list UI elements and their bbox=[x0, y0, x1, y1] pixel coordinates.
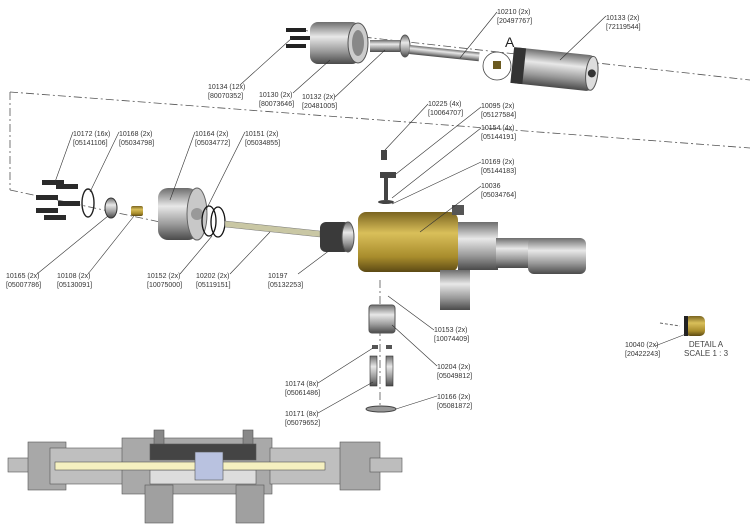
callout-10197: 10197[05132253] bbox=[268, 273, 304, 289]
callout-10132: 10132 (2x)[20481005] bbox=[302, 94, 338, 110]
part-10202-plunger bbox=[224, 220, 321, 238]
callout-10174: 10174 (8x)[05061486] bbox=[285, 381, 321, 397]
part-10153-valve bbox=[368, 304, 396, 334]
detail-marker-a: A bbox=[505, 34, 515, 50]
detail-title: DETAIL A bbox=[688, 340, 724, 349]
part-10132-gland bbox=[370, 34, 411, 58]
part-10197-packing bbox=[320, 221, 355, 253]
callout-10166: 10166 (2x)[05081872] bbox=[437, 394, 473, 410]
leader-lines bbox=[36, 11, 687, 414]
part-10168-ring bbox=[81, 188, 95, 218]
part-10171-springs bbox=[369, 355, 394, 387]
detail-a-caption: DETAIL A SCALE 1 : 3 bbox=[684, 340, 728, 358]
callout-10204: 10204 (2x)[05049812] bbox=[437, 364, 473, 380]
part-10164-flange bbox=[158, 187, 208, 241]
part-10210-stem bbox=[409, 44, 480, 62]
callout-10168: 10168 (2x)[05034798] bbox=[119, 131, 155, 147]
part-10040-seat bbox=[493, 61, 501, 69]
callout-10164: 10164 (2x)[05034772] bbox=[195, 131, 231, 147]
part-10108-nut bbox=[131, 206, 143, 216]
part-10174-pins bbox=[372, 345, 392, 349]
part-10133-body bbox=[510, 47, 599, 91]
callout-10154: 10154 (4x)[05144191] bbox=[481, 125, 517, 141]
callout-10171: 10171 (8x)[05079652] bbox=[285, 411, 321, 427]
callout-10165: 10165 (2x)[05007786] bbox=[6, 273, 42, 289]
callout-10225: 10225 (4x)[10064707] bbox=[428, 101, 464, 117]
callout-10210: 10210 (2x)[20497767] bbox=[497, 9, 533, 25]
part-10172-bolts bbox=[36, 180, 80, 220]
callout-10134: 10134 (12x)[80070352] bbox=[208, 84, 246, 100]
callout-10133: 10133 (2x)[72119544] bbox=[606, 15, 641, 31]
callout-10095: 10095 (2x)[05127584] bbox=[481, 103, 517, 119]
part-10225-fitting bbox=[378, 150, 396, 204]
callout-10130: 10130 (2x)[80073646] bbox=[259, 92, 295, 108]
part-10165-washer bbox=[104, 197, 118, 219]
detail-scale: SCALE 1 : 3 bbox=[684, 349, 729, 358]
callout-10040: 10040 (2x)[20422243] bbox=[625, 342, 661, 358]
callout-10172: 10172 (16x)[05141106] bbox=[73, 131, 111, 147]
part-10166-plate bbox=[365, 405, 397, 413]
callout-10036: 10036[05034764] bbox=[481, 183, 517, 199]
callout-10108: 10108 (2x)[05130091] bbox=[57, 273, 93, 289]
callout-10151: 10151 (2x)[05034855] bbox=[245, 131, 281, 147]
callout-10153: 10153 (2x)[10074409] bbox=[434, 327, 470, 343]
part-10036-body bbox=[358, 205, 586, 310]
callout-10202: 10202 (2x)[05119151] bbox=[196, 273, 231, 289]
detail-a-circle bbox=[482, 51, 512, 81]
part-10134-bolts bbox=[286, 28, 310, 48]
part-10130-nut bbox=[310, 22, 369, 64]
detail-a-part bbox=[659, 316, 705, 336]
cross-section-view bbox=[7, 429, 403, 524]
callout-10169: 10169 (2x)[05144183] bbox=[481, 159, 517, 175]
callout-10152: 10152 (2x)[10075000] bbox=[147, 273, 183, 289]
